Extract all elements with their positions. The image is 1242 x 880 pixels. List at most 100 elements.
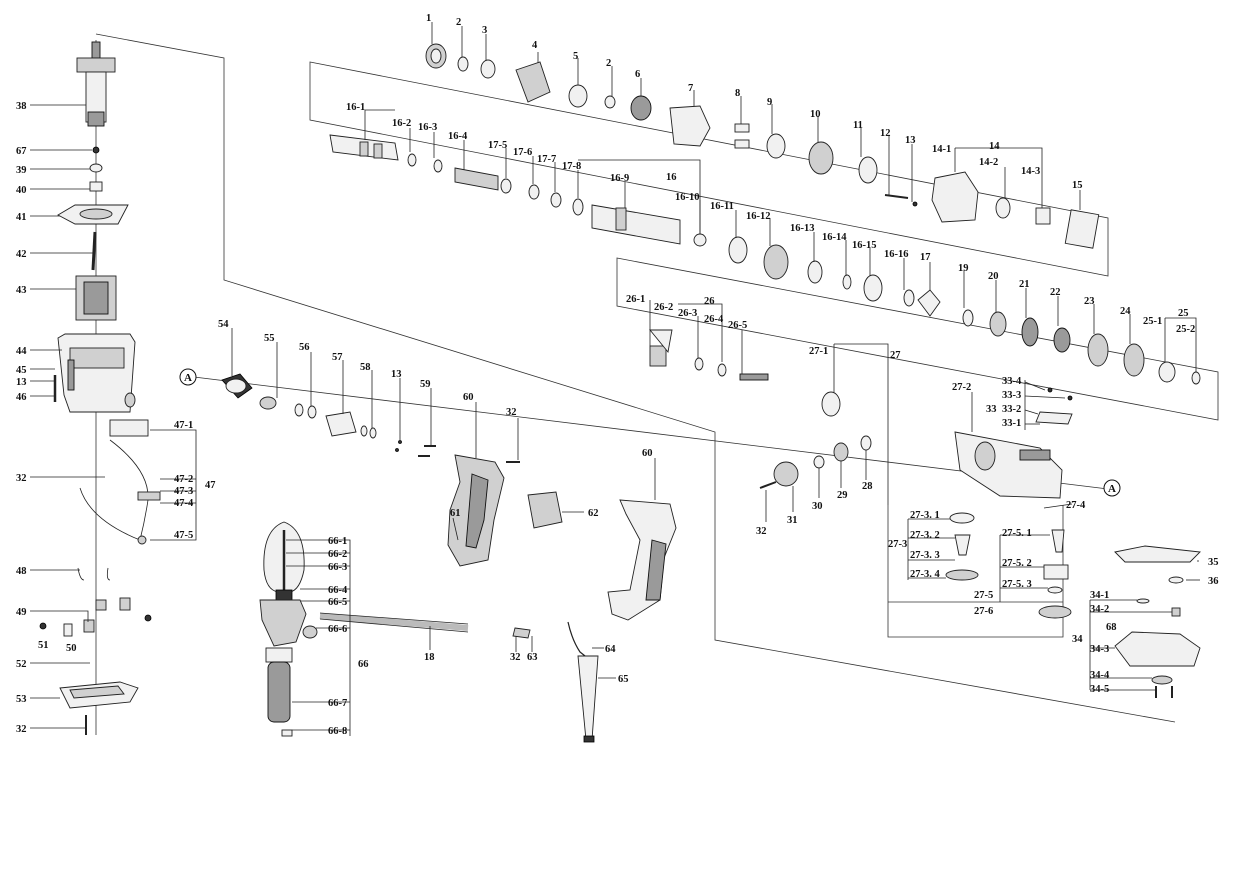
label-62: 62 bbox=[588, 508, 599, 519]
label-66-5: 66-5 bbox=[328, 597, 347, 608]
label-33-1: 33-1 bbox=[1002, 418, 1021, 429]
motor-housing-part bbox=[57, 333, 136, 413]
left-motor-stack bbox=[39, 41, 161, 735]
label-19: 19 bbox=[958, 263, 969, 274]
marker-a-right: A bbox=[1103, 479, 1121, 497]
label-45: 45 bbox=[16, 365, 27, 376]
label-26-1: 26-1 bbox=[626, 294, 645, 305]
label-28: 28 bbox=[862, 481, 873, 492]
label-49: 49 bbox=[16, 607, 27, 618]
label-14-1: 14-1 bbox=[932, 144, 951, 155]
label-17-5: 17-5 bbox=[488, 140, 507, 151]
label-32-c: 32 bbox=[16, 724, 27, 735]
label-33: 33 bbox=[986, 404, 997, 415]
label-60-b: 60 bbox=[642, 448, 653, 459]
label-16-12: 16-12 bbox=[746, 211, 771, 222]
label-16-15: 16-15 bbox=[852, 240, 877, 251]
label-27-4: 27-4 bbox=[1066, 500, 1086, 511]
label-57: 57 bbox=[332, 352, 343, 363]
spindle-row-parts bbox=[329, 134, 915, 307]
brush-holder-parts bbox=[39, 597, 152, 637]
label-4: 4 bbox=[532, 40, 538, 51]
label-16-13: 16-13 bbox=[790, 223, 815, 234]
label-16-1: 16-1 bbox=[346, 102, 365, 113]
label-15: 15 bbox=[1072, 180, 1083, 191]
label-20: 20 bbox=[988, 271, 999, 282]
label-16-14: 16-14 bbox=[822, 232, 847, 243]
label-16-16: 16-16 bbox=[884, 249, 909, 260]
label-66-1: 66-1 bbox=[328, 536, 347, 547]
label-17-8: 17-8 bbox=[562, 161, 581, 172]
label-14: 14 bbox=[989, 141, 1000, 152]
label-33-2: 33-2 bbox=[1002, 404, 1021, 415]
middle-right-parts bbox=[649, 329, 1073, 619]
label-16-3: 16-3 bbox=[418, 122, 437, 133]
label-26-3: 26-3 bbox=[678, 308, 697, 319]
middle-row-parts bbox=[221, 373, 677, 621]
label-61: 61 bbox=[450, 508, 461, 519]
label-48: 48 bbox=[16, 566, 27, 577]
label-32-d: 32 bbox=[506, 407, 517, 418]
bottom-right-parts bbox=[1114, 545, 1201, 698]
label-34-2: 34-2 bbox=[1090, 604, 1109, 615]
top-row-parts bbox=[425, 43, 1100, 249]
label-52: 52 bbox=[16, 659, 27, 670]
label-27-2: 27-2 bbox=[952, 382, 971, 393]
label-47-1: 47-1 bbox=[174, 420, 193, 431]
label-27-6: 27-6 bbox=[974, 606, 993, 617]
label-30: 30 bbox=[812, 501, 823, 512]
label-34-3: 34-3 bbox=[1090, 644, 1109, 655]
gear-housing-part bbox=[954, 431, 1063, 499]
label-47-4: 47-4 bbox=[174, 498, 194, 509]
side-handle-parts bbox=[259, 521, 599, 743]
label-14-2: 14-2 bbox=[979, 157, 998, 168]
label-13: 13 bbox=[905, 135, 916, 146]
middle-row-leaders bbox=[231, 328, 656, 541]
label-8: 8 bbox=[735, 88, 740, 99]
label-47-5: 47-5 bbox=[174, 530, 193, 541]
label-25: 25 bbox=[1178, 308, 1189, 319]
label-14-3: 14-3 bbox=[1021, 166, 1040, 177]
label-64: 64 bbox=[605, 644, 616, 655]
label-54: 54 bbox=[218, 319, 229, 330]
label-27-5-2: 27-5. 2 bbox=[1002, 558, 1032, 569]
label-17: 17 bbox=[920, 252, 931, 263]
label-26: 26 bbox=[704, 296, 715, 307]
label-27-3-1: 27-3. 1 bbox=[910, 510, 940, 521]
label-27: 27 bbox=[890, 350, 901, 361]
label-27-5-1: 27-5. 1 bbox=[1002, 528, 1032, 539]
part-labels: 1 2 3 4 5 2 6 7 8 9 10 11 12 13 14 14-1 … bbox=[16, 13, 1219, 737]
label-66: 66 bbox=[358, 659, 369, 670]
label-31: 31 bbox=[787, 515, 798, 526]
label-34-1: 34-1 bbox=[1090, 590, 1109, 601]
assembly-frame-lines bbox=[95, 33, 1219, 735]
label-66-2: 66-2 bbox=[328, 549, 347, 560]
gear-row-parts bbox=[917, 289, 1201, 385]
switch-assembly-part bbox=[79, 419, 161, 545]
label-32-b: 32 bbox=[16, 473, 27, 484]
label-25-2: 25-2 bbox=[1176, 324, 1195, 335]
label-32-e: 32 bbox=[510, 652, 521, 663]
label-60: 60 bbox=[463, 392, 474, 403]
label-40: 40 bbox=[16, 185, 27, 196]
label-66-3: 66-3 bbox=[328, 562, 347, 573]
label-65: 65 bbox=[618, 674, 629, 685]
label-51: 51 bbox=[38, 640, 49, 651]
label-22: 22 bbox=[1050, 287, 1061, 298]
label-9: 9 bbox=[767, 97, 772, 108]
marker-a-right-text: A bbox=[1108, 483, 1116, 495]
handle-housing-right-part bbox=[607, 499, 677, 621]
label-63: 63 bbox=[527, 652, 538, 663]
label-23: 23 bbox=[1084, 296, 1095, 307]
middle-right-leaders bbox=[649, 300, 1073, 602]
label-39: 39 bbox=[16, 165, 27, 176]
label-27-3-2: 27-3. 2 bbox=[910, 530, 940, 541]
label-3: 3 bbox=[482, 25, 487, 36]
label-46: 46 bbox=[16, 392, 27, 403]
left-leaders bbox=[30, 104, 197, 729]
label-43: 43 bbox=[16, 285, 27, 296]
bottom-right-leaders bbox=[1089, 560, 1200, 691]
label-34-5: 34-5 bbox=[1090, 684, 1109, 695]
label-27-3-3: 27-3. 3 bbox=[910, 550, 940, 561]
